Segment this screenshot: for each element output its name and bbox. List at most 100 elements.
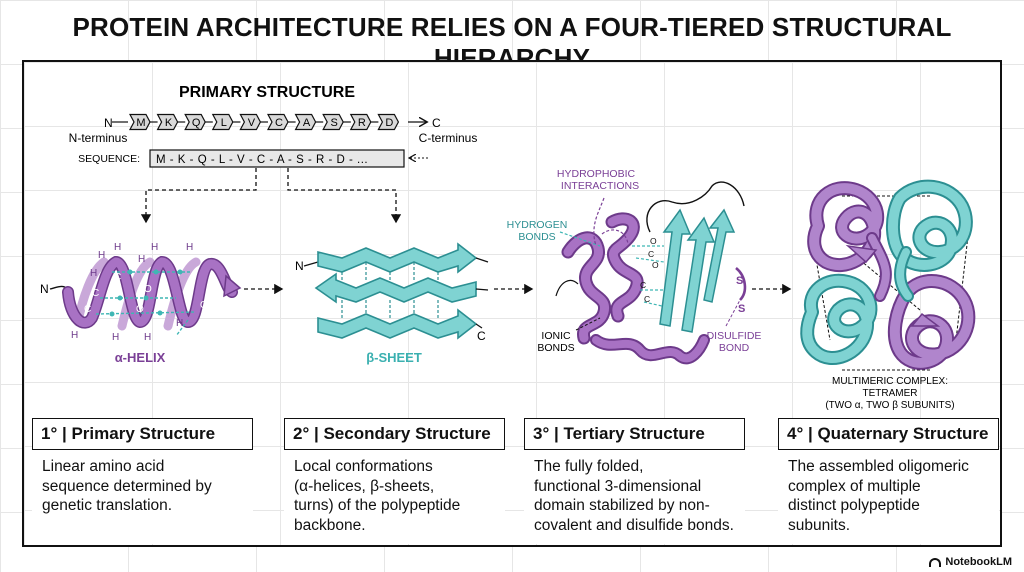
subunit-beta-2: [802, 275, 876, 363]
sheet-n-tail: [303, 261, 319, 267]
beta-sheet: N C β-SHEET: [295, 242, 489, 365]
residue-letter: S: [331, 117, 338, 129]
quaternary-caption-2: TETRAMER: [863, 388, 918, 399]
panel-secondary: 2° | Secondary Structure Local conformat…: [284, 418, 505, 544]
residue-tag: [211, 113, 234, 131]
subunit-alpha-1: [809, 183, 883, 271]
svg-text:O: O: [200, 300, 208, 311]
panel-secondary-line: (α-helices, β-sheets,: [294, 477, 435, 495]
residue-tag: [349, 113, 372, 131]
residue-tag: [377, 113, 400, 131]
svg-text:H: H: [114, 242, 121, 253]
residue-letter: R: [358, 117, 366, 129]
primary-heading: PRIMARY STRUCTURE: [179, 84, 355, 101]
tertiary-structure: HYDROPHOBIC INTERACTIONS HYDROGEN BONDS …: [507, 168, 762, 365]
to-sheet-arrow: [287, 168, 402, 224]
panel-primary-line: sequence determined by: [42, 477, 212, 495]
svg-text:H: H: [138, 254, 145, 265]
panel-tertiary-line: domain stabilized by non-: [534, 497, 710, 514]
svg-text:H: H: [98, 250, 105, 261]
tertiary-hbonds: [559, 231, 665, 307]
n-terminus-label: N-terminus: [69, 131, 128, 145]
residue-letter: A: [303, 117, 311, 129]
notebooklm-label: NotebookLM: [945, 556, 1012, 568]
svg-text:H: H: [186, 242, 193, 253]
panel-secondary-line: backbone.: [294, 516, 366, 534]
svg-text:O: O: [652, 260, 659, 270]
residue-letter: L: [221, 117, 227, 129]
disulfide-label-1: DISULFIDE: [707, 330, 762, 342]
residue-tag: [156, 113, 179, 131]
beta-strand-2: [314, 272, 477, 304]
strand-2-tail: [475, 288, 489, 291]
panel-quaternary-line: distinct polypeptide: [788, 497, 920, 514]
helix-hbond-dots: [109, 269, 183, 317]
tertiary-atoms: OCO CC: [640, 236, 659, 304]
beta-strand-3: [317, 308, 478, 340]
panel-quaternary: 4° | Quaternary Structure The assembled …: [778, 418, 999, 544]
c-label: C: [432, 116, 441, 130]
residue-letter: K: [165, 117, 173, 129]
residue-letter: M: [136, 117, 145, 129]
sheet-c-label: C: [477, 329, 486, 343]
residue-tag: [294, 113, 317, 131]
hydrophobic-pointer: [593, 197, 605, 247]
svg-text:H: H: [90, 268, 97, 279]
residue-tag: [239, 113, 262, 131]
tertiary-helix-2: [607, 214, 642, 321]
svg-text:C: C: [92, 288, 99, 299]
svg-text:C: C: [644, 294, 650, 304]
sulfur-2: S: [738, 303, 745, 315]
panel-quaternary-line: complex of multiple: [788, 477, 921, 495]
tertiary-helix-1: [563, 233, 610, 343]
tertiary-helix-3: [592, 336, 708, 363]
to-helix-arrow: [140, 168, 257, 224]
interface-band-2: [896, 248, 912, 300]
sheet-label: β-SHEET: [366, 350, 422, 365]
notebooklm-logo: NotebookLM: [929, 556, 1012, 568]
svg-text:H: H: [112, 332, 119, 343]
hydrophobic-contact: [601, 229, 629, 245]
c-terminus-label: C-terminus: [419, 131, 478, 145]
panel-tertiary-heading: 3° | Tertiary Structure: [524, 418, 745, 450]
beta-strand-1: [317, 242, 478, 274]
hydrophobic-label-2: INTERACTIONS: [561, 180, 639, 192]
panel-primary-heading: 1° | Primary Structure: [32, 418, 253, 450]
quaternary-caption-3: (TWO α, TWO β SUBUNITS): [825, 400, 954, 411]
hydrogen-label-1: HYDROGEN: [507, 219, 568, 231]
residue-letter: Q: [192, 117, 201, 129]
sheet-hbonds: [341, 262, 439, 318]
disulfide-loop: [735, 266, 747, 301]
panel-tertiary-line: covalent and disulfide bonds.: [534, 516, 734, 534]
hydrogen-label-2: BONDS: [518, 231, 555, 243]
panel-tertiary: 3° | Tertiary Structure The fully folded…: [524, 418, 745, 544]
helix-label: α-HELIX: [115, 350, 166, 365]
tertiary-loop-top: [646, 181, 745, 233]
svg-text:H: H: [176, 318, 183, 329]
panel-quaternary-heading: 4° | Quaternary Structure: [778, 418, 999, 450]
panel-secondary-line: Local conformations: [294, 458, 433, 475]
svg-text:C: C: [84, 304, 91, 315]
quaternary-caption-1: MULTIMERIC COMPLEX:: [832, 376, 948, 387]
sequence-box: [149, 149, 405, 168]
residue-letter: D: [385, 117, 393, 129]
panel-tertiary-line: functional 3-dimensional: [534, 477, 702, 495]
svg-text:H: H: [71, 330, 78, 341]
ionic-label-2: BONDS: [537, 342, 574, 354]
residue-letter: C: [275, 117, 283, 129]
panel-secondary-heading: 2° | Secondary Structure: [284, 418, 505, 450]
alpha-helix: N H H H H H H H H H H: [40, 242, 242, 365]
subunit-arrowhead-1: [845, 244, 878, 264]
panel-primary-line: Linear amino acid: [42, 458, 165, 475]
residue-tag: [267, 113, 289, 131]
svg-text:O: O: [144, 284, 152, 295]
panel-quaternary-line: subunits.: [788, 516, 851, 534]
panel-tertiary-line: The fully folded,: [534, 458, 644, 475]
svg-text:H: H: [151, 242, 158, 253]
page-title: PROTEIN ARCHITECTURE RELIES ON A FOUR-TI…: [72, 12, 952, 73]
svg-text:O: O: [650, 236, 657, 246]
svg-text:H: H: [144, 332, 151, 343]
tertiary-strand-2: [681, 216, 716, 333]
residue-tag: [129, 113, 151, 131]
